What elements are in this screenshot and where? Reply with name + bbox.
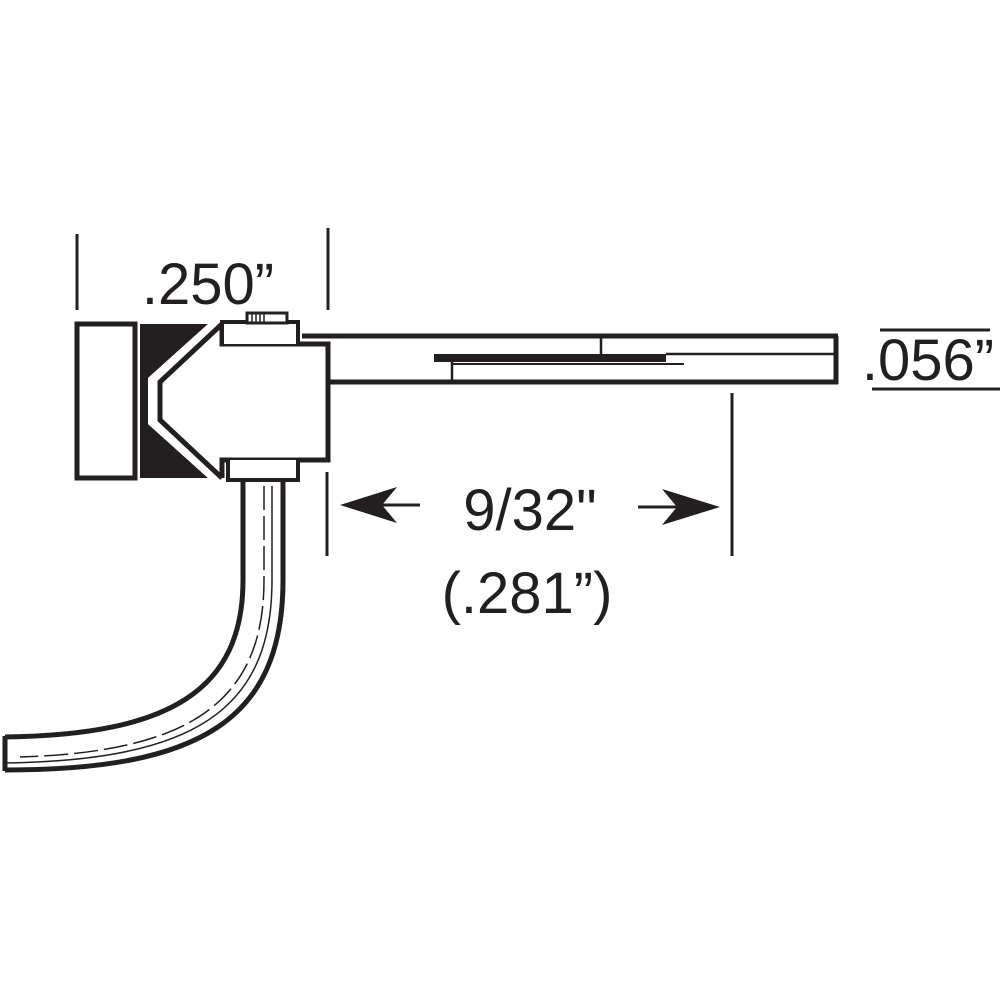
left-arrow-icon	[340, 487, 420, 523]
right-arrow-icon	[638, 489, 720, 525]
shank-thickness-label: .056”	[862, 328, 994, 393]
knuckle-spring-cap	[245, 311, 289, 325]
head-width-label: .250”	[142, 252, 274, 317]
trip-pin	[2, 482, 286, 773]
coupler-shank	[302, 333, 839, 385]
coupler-head	[74, 311, 331, 482]
offset-decimal-label: (.281”)	[442, 561, 613, 626]
offset-fraction-label: 9/32"	[463, 478, 596, 543]
